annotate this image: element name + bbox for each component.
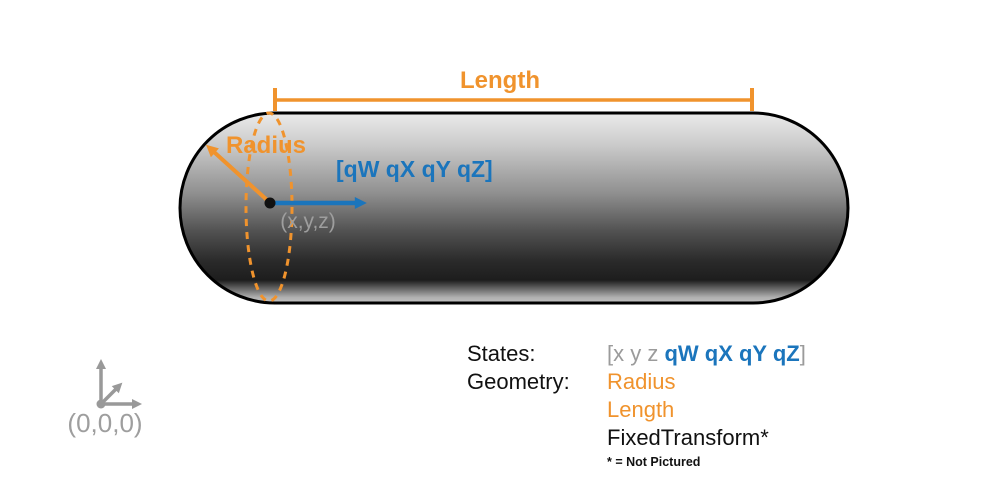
states-value-quaternion-part: qW qX qY qZ <box>664 341 800 366</box>
radius-arrow <box>205 144 269 202</box>
legend-states-value: [x y z qW qX qY qZ] <box>607 340 806 368</box>
legend-geometry-length: Length <box>607 397 675 422</box>
legend-footnote: * = Not Pictured <box>607 455 701 469</box>
radius-cross-section-ellipse <box>244 111 294 303</box>
legend: States: [x y z qW qX qY qZ] Geometry: Ra… <box>467 340 806 470</box>
legend-geometry-label: Geometry: <box>467 369 570 394</box>
center-point-dot <box>264 197 276 209</box>
length-label: Length <box>460 67 540 94</box>
origin-axes-icon <box>96 359 142 409</box>
legend-spacer-1 <box>467 396 607 424</box>
length-dimension-line <box>273 88 754 111</box>
states-value-bracket: ] <box>799 341 806 366</box>
origin-label: (0,0,0) <box>67 408 143 438</box>
position-label: (x,y,z) <box>280 210 336 233</box>
legend-spacer-3 <box>467 452 607 470</box>
radius-label: Radius <box>225 132 307 159</box>
legend-states-label: States: <box>467 341 536 366</box>
quaternion-label: [qW qX qY qZ] <box>336 156 493 182</box>
legend-geometry-radius: Radius <box>607 369 676 394</box>
capsule-body <box>178 111 850 305</box>
legend-spacer-2 <box>467 424 607 452</box>
legend-geometry-fixed-transform: FixedTransform* <box>607 425 769 450</box>
states-value-position-part: [x y z <box>607 341 665 366</box>
